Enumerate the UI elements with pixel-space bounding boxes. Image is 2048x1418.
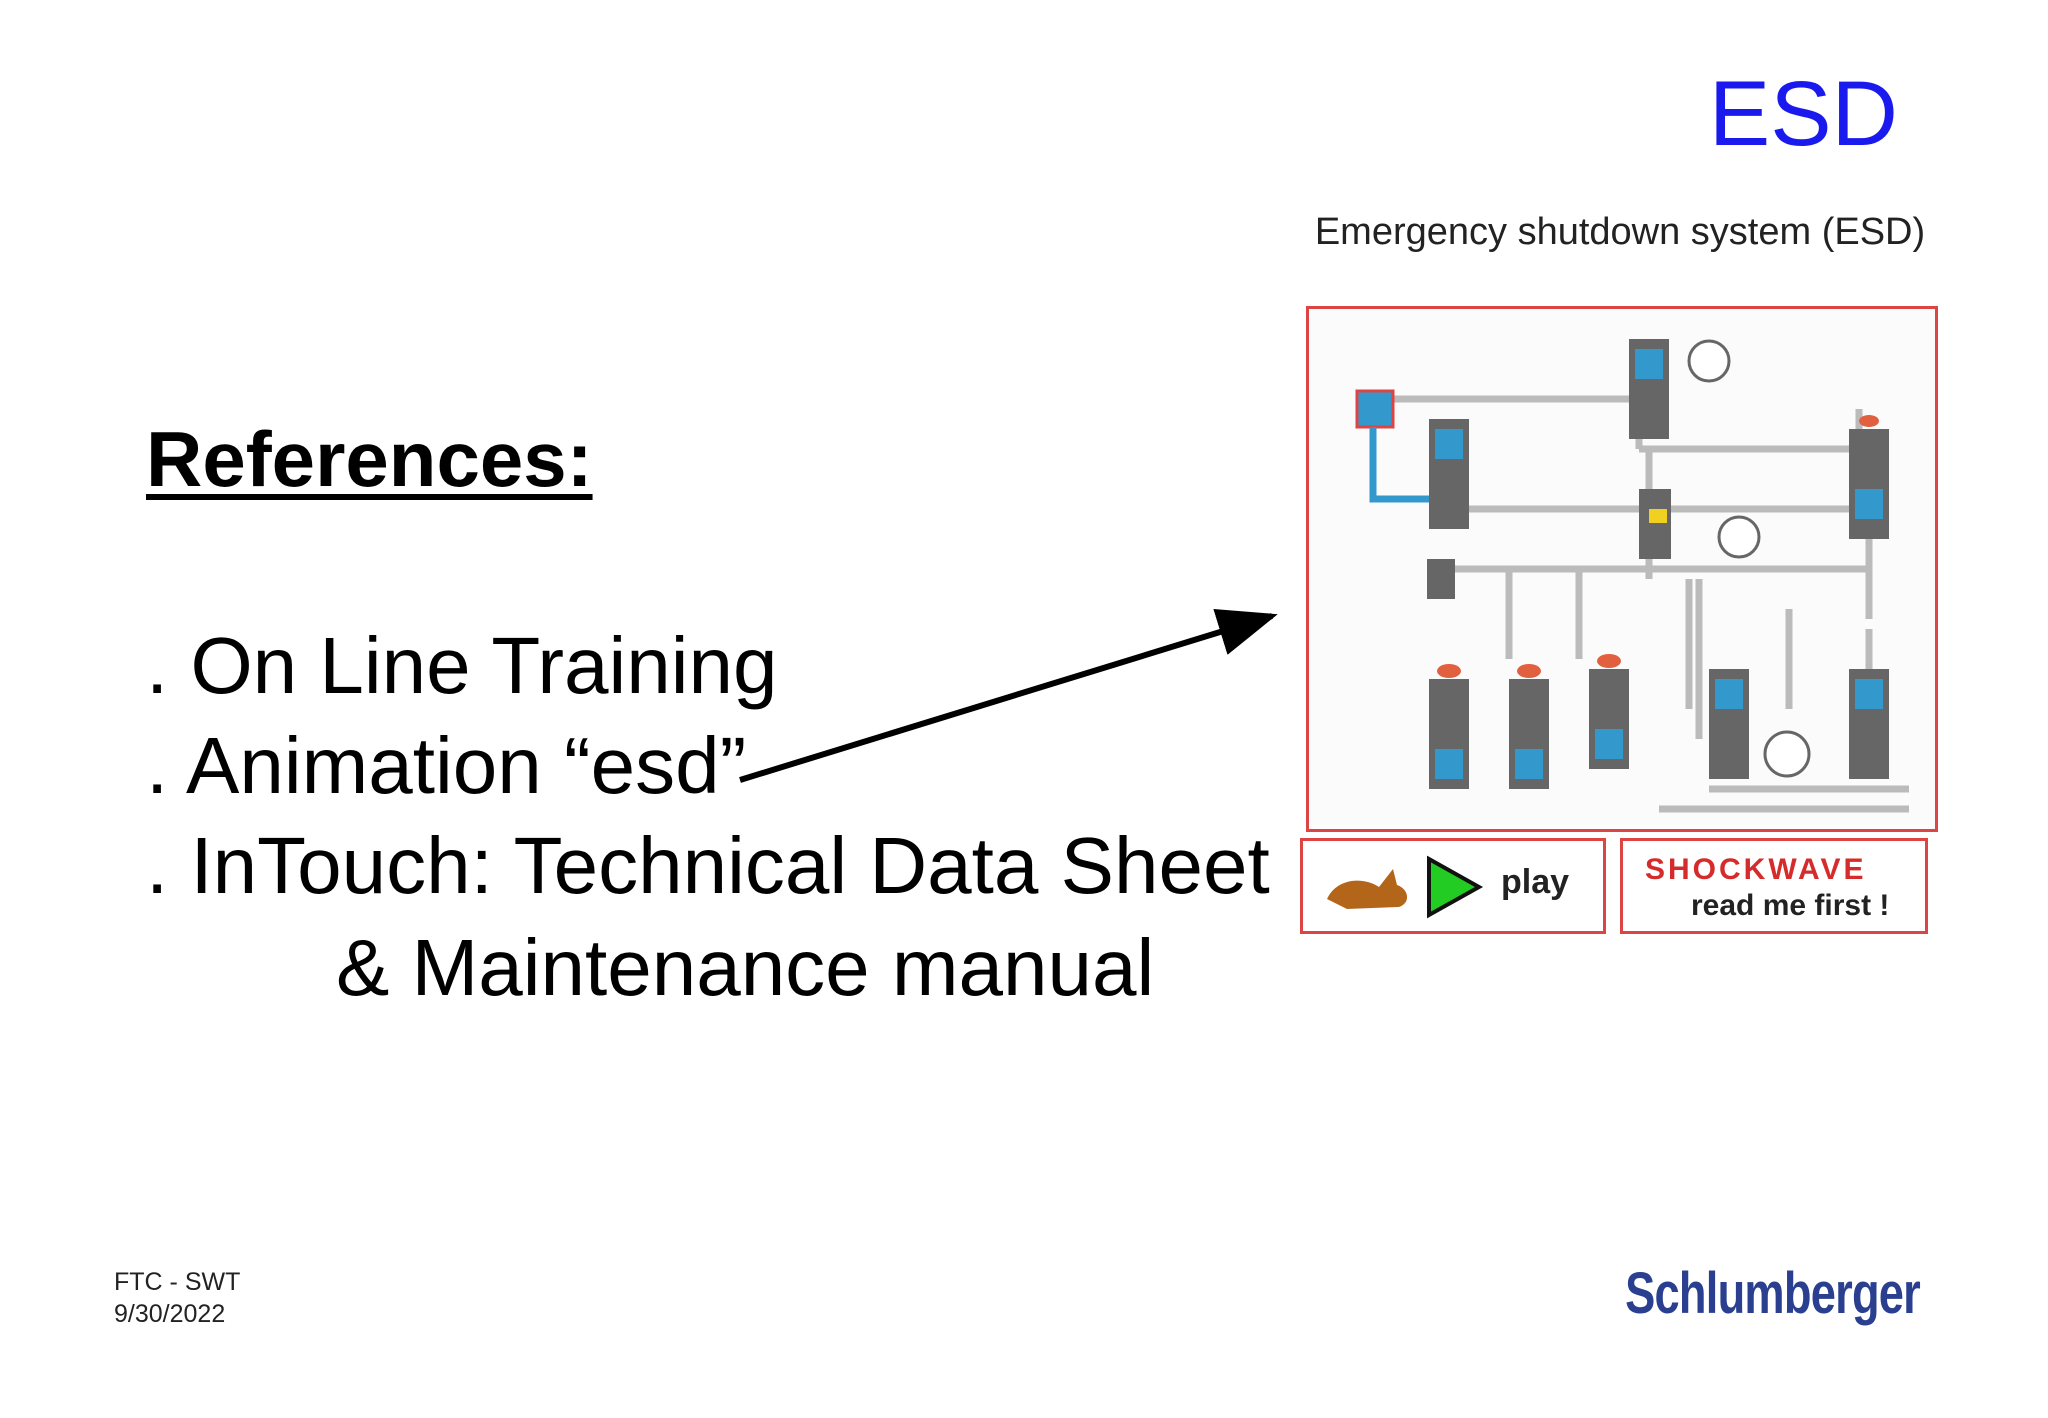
shockwave-label: SHOCKWAVE — [1645, 853, 1867, 886]
reference-online-training: . On Line Training — [146, 621, 778, 710]
play-label: play — [1501, 863, 1570, 901]
references-heading: References: — [146, 415, 593, 503]
slide-title: ESD — [1708, 63, 1898, 165]
schlumberger-logo: Schlumberger — [1625, 1261, 1921, 1326]
read-me-first-label: read me first ! — [1691, 889, 1890, 922]
play-button[interactable]: play — [1300, 838, 1606, 934]
reference-maintenance-manual: & Maintenance manual — [336, 923, 1155, 1012]
shockwave-button[interactable]: SHOCKWAVE read me first ! — [1620, 838, 1928, 934]
panel-caption: Emergency shutdown system (ESD) — [1314, 211, 1926, 253]
esd-diagram — [1306, 306, 1938, 832]
reference-animation-esd: . Animation “esd” — [146, 721, 747, 810]
esd-schematic — [1355, 339, 1909, 813]
reference-intouch: . InTouch: Technical Data Sheet — [146, 821, 1270, 910]
footer-date: 9/30/2022 — [114, 1300, 226, 1328]
rabbit-play-icon — [1327, 855, 1484, 919]
footer-org: FTC - SWT — [114, 1268, 241, 1296]
